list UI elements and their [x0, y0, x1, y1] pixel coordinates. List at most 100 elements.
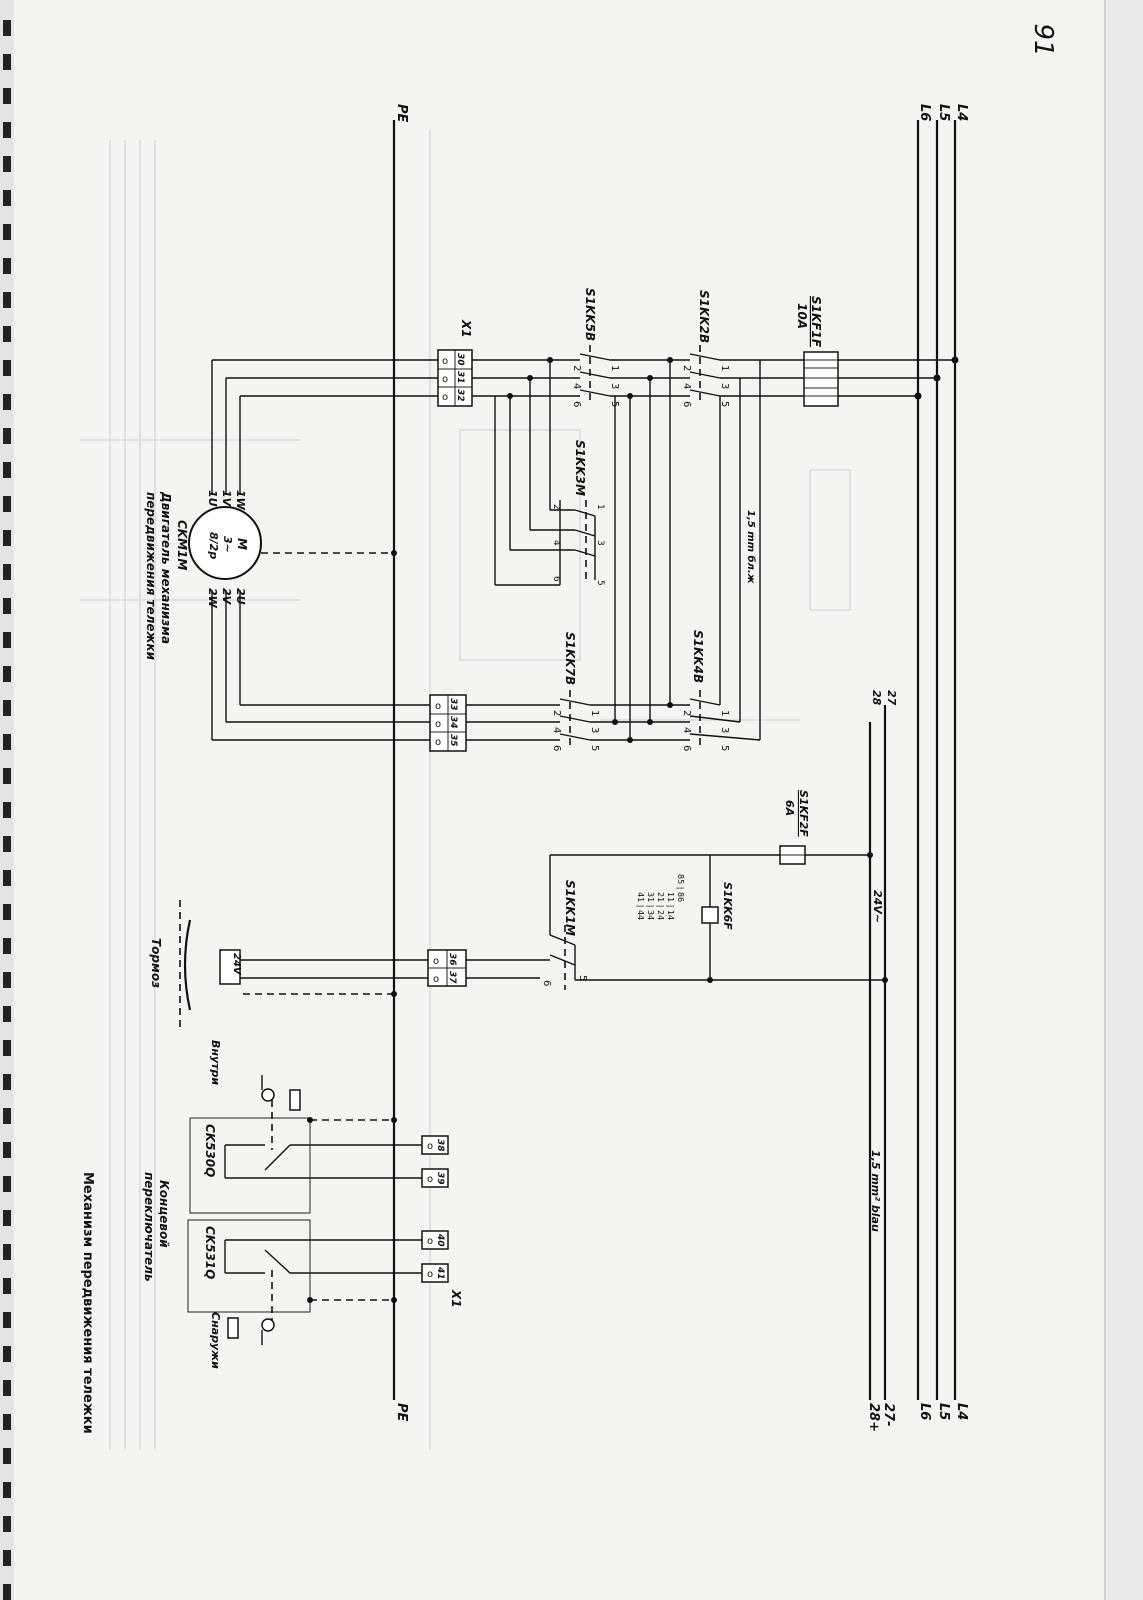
binder-hole	[3, 1482, 11, 1498]
svg-text:o: o	[442, 356, 448, 367]
svg-text:24V~: 24V~	[871, 890, 884, 923]
binder-hole	[3, 1006, 11, 1022]
binder-hole	[3, 904, 11, 920]
binder-hole	[3, 972, 11, 988]
svg-text:31: 31	[455, 371, 465, 384]
svg-text:6: 6	[571, 401, 582, 407]
binder-hole	[3, 530, 11, 546]
bus-labels-top: L4 L5 L6	[917, 104, 969, 121]
svg-text:41 | 44: 41 | 44	[636, 892, 645, 920]
binder-hole	[3, 1278, 11, 1294]
fuse-s1kf1f: S1KF1F 10A	[795, 296, 839, 407]
svg-text:o: o	[435, 719, 441, 730]
binder-hole	[3, 938, 11, 954]
svg-text:o: o	[433, 974, 439, 985]
binder-hole	[3, 496, 11, 512]
svg-text:Концевой: Концевой	[157, 1180, 171, 1248]
svg-text:o: o	[435, 701, 441, 712]
svg-text:S1KF2F: S1KF2F	[797, 790, 810, 837]
svg-text:5: 5	[719, 401, 730, 407]
binder-hole	[3, 1142, 11, 1158]
binder-hole	[3, 54, 11, 70]
svg-text:L4: L4	[954, 1403, 969, 1420]
svg-text:32: 32	[455, 389, 465, 402]
binder-hole	[3, 700, 11, 716]
svg-text:6A: 6A	[783, 800, 796, 816]
svg-text:1V: 1V	[220, 490, 233, 508]
svg-text:2: 2	[571, 365, 582, 371]
svg-text:8/2p: 8/2p	[207, 532, 220, 559]
svg-text:6: 6	[551, 576, 561, 582]
binder-holes	[0, 0, 14, 1600]
binder-hole	[3, 632, 11, 648]
svg-text:o: o	[442, 374, 448, 385]
svg-text:39: 39	[435, 1172, 445, 1185]
binder-hole	[3, 1312, 11, 1328]
svg-text:2U: 2U	[234, 588, 247, 605]
svg-text:6: 6	[541, 980, 552, 986]
svg-text:5: 5	[719, 745, 730, 751]
outside-label: Снаружи	[209, 1312, 222, 1369]
diagram-title: Механизм передвижения тележки	[80, 1172, 95, 1434]
svg-text:28: 28	[870, 690, 883, 706]
wire-note-2: 1,5 mm² blau	[869, 1150, 882, 1232]
binder-hole	[3, 360, 11, 376]
relay-s1kk6f: S1KK6F 11 | 14 21 | 24 31 | 34 41 | 44 8…	[636, 855, 734, 980]
svg-text:L5: L5	[936, 1403, 951, 1420]
svg-text:o: o	[442, 392, 448, 403]
contactor-s1kk1m: S1KK1M 5 6	[541, 880, 888, 990]
binder-hole	[3, 1040, 11, 1056]
pe-label-bottom: PE	[394, 1403, 409, 1422]
svg-text:1U: 1U	[206, 490, 219, 507]
binder-hole	[3, 258, 11, 274]
svg-text:37: 37	[447, 971, 457, 984]
binder-hole	[3, 292, 11, 308]
svg-text:10A: 10A	[795, 303, 809, 329]
svg-text:24V: 24V	[231, 953, 242, 976]
x1-to-motor-wires	[211, 359, 438, 495]
binder-hole	[3, 836, 11, 852]
svg-text:4: 4	[551, 540, 561, 546]
svg-text:28+: 28+	[866, 1403, 881, 1432]
svg-text:S1KK7B: S1KK7B	[563, 632, 577, 685]
svg-text:6: 6	[681, 401, 692, 407]
svg-text:L4: L4	[954, 104, 969, 121]
svg-text:36: 36	[447, 953, 457, 966]
terminal-x1-mid: o o o 33 34 35	[429, 694, 467, 752]
svg-text:L6: L6	[917, 1403, 932, 1420]
svg-text:5: 5	[577, 975, 588, 981]
svg-text:38: 38	[435, 1139, 445, 1152]
svg-text:o: o	[427, 1174, 433, 1185]
svg-text:1: 1	[719, 365, 730, 371]
binder-hole	[3, 88, 11, 104]
svg-text:4: 4	[571, 383, 582, 389]
svg-text:1W: 1W	[234, 490, 247, 511]
svg-text:S1KK3M: S1KK3M	[573, 440, 587, 496]
svg-text:1: 1	[595, 504, 605, 510]
x1mid-to-motor-wires	[211, 590, 430, 741]
binder-hole	[3, 1584, 11, 1600]
fuse-s1kf2f: S1KF2F 6A	[549, 790, 873, 935]
svg-text:4: 4	[681, 727, 692, 733]
svg-text:35: 35	[448, 734, 458, 747]
svg-text:27-: 27-	[881, 1403, 896, 1427]
svg-text:L6: L6	[917, 104, 932, 121]
terminal-x1-top: o o o 30 31 32 X1	[437, 319, 473, 407]
svg-text:S1KK2B: S1KK2B	[697, 290, 711, 343]
binder-hole	[3, 1380, 11, 1396]
binder-hole	[3, 870, 11, 886]
bleed-through	[80, 130, 851, 1450]
binder-hole	[3, 1244, 11, 1260]
page-edge	[1105, 0, 1143, 1600]
svg-text:o: o	[433, 956, 439, 967]
pe-label-top: PE	[394, 104, 409, 123]
svg-text:1: 1	[719, 710, 730, 716]
svg-text:2: 2	[681, 365, 692, 371]
svg-text:1: 1	[589, 710, 600, 716]
svg-text:3~: 3~	[221, 536, 234, 553]
limit-switch-caption: Концевой переключатель	[142, 1172, 171, 1282]
svg-text:o: o	[427, 1236, 433, 1247]
binder-hole	[3, 224, 11, 240]
k5-to-x1-wires	[470, 357, 580, 399]
svg-text:2W: 2W	[206, 588, 219, 609]
